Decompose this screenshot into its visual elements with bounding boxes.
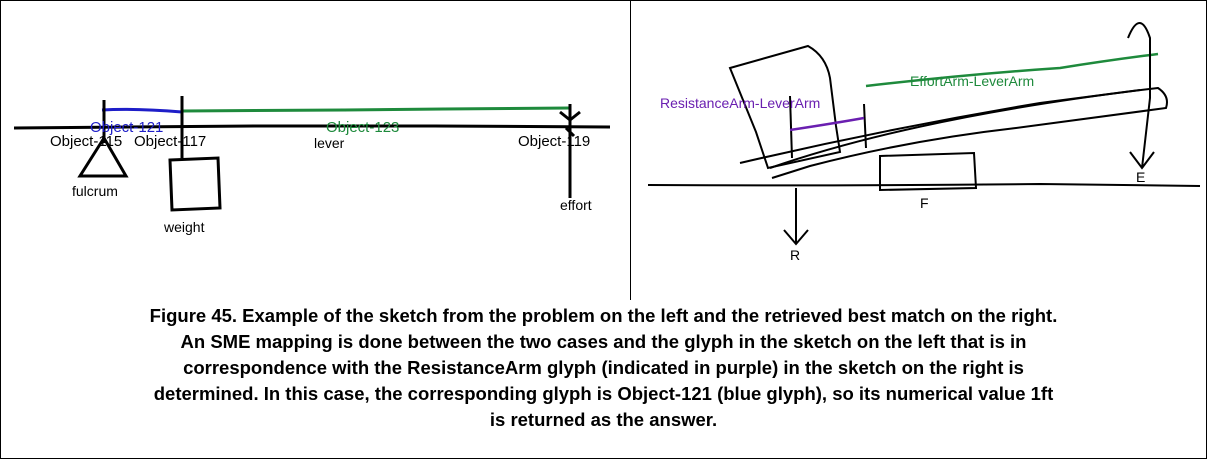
fulcrum-label: fulcrum (72, 183, 118, 199)
object-121-glyph (101, 107, 183, 114)
fulcrum-box (879, 151, 978, 192)
fulcrum-glyph (77, 135, 129, 178)
retrieved-sketch: ResistanceArm-LeverArm EffortArm-LeverAr… (647, 22, 1201, 263)
f-label: F (920, 195, 929, 211)
caption-line-2: An SME mapping is done between the two c… (180, 331, 1027, 352)
r-label: R (790, 247, 800, 263)
problem-sketch: Object-121 Object-123 Object-115 Object-… (14, 96, 611, 235)
object-119-label: Object-119 (518, 133, 590, 150)
effort-arm-glyph (865, 52, 1159, 88)
ground-line (647, 182, 1201, 187)
object-117-label: Object-117 (134, 133, 206, 150)
weight-glyph (168, 156, 222, 212)
resistance-force-arrow (783, 188, 809, 246)
e-label: E (1136, 169, 1145, 185)
caption-line-3: correspondence with the ResistanceArm gl… (183, 357, 1024, 378)
effort-label: effort (560, 197, 592, 213)
arm-divider-right (863, 103, 867, 149)
lever-edge (739, 89, 1141, 164)
arm-divider-left (789, 95, 793, 159)
object-121-label: Object-121 (90, 119, 163, 136)
lever-board (769, 86, 1168, 179)
lever-label: lever (314, 135, 345, 151)
caption-line-1: Figure 45. Example of the sketch from th… (149, 305, 1058, 326)
resistance-block (728, 44, 842, 170)
object-115-label: Object-115 (50, 133, 122, 150)
object-119-glyph (559, 104, 581, 198)
caption-line-5: is returned as the answer. (489, 409, 718, 430)
resistance-arm-label: ResistanceArm-LeverArm (660, 95, 820, 111)
panel-divider (630, 0, 631, 300)
figure-caption: Figure 45. Example of the sketch from th… (10, 303, 1197, 433)
object-123-label: Object-123 (326, 119, 399, 136)
resistance-arm-glyph (789, 116, 865, 132)
caption-line-4: determined. In this case, the correspond… (153, 383, 1054, 404)
weight-label: weight (163, 219, 205, 235)
effort-arm-label: EffortArm-LeverArm (910, 73, 1034, 89)
object-123-glyph (181, 106, 571, 113)
lever-line (14, 124, 611, 130)
effort-force-line (1127, 22, 1155, 170)
